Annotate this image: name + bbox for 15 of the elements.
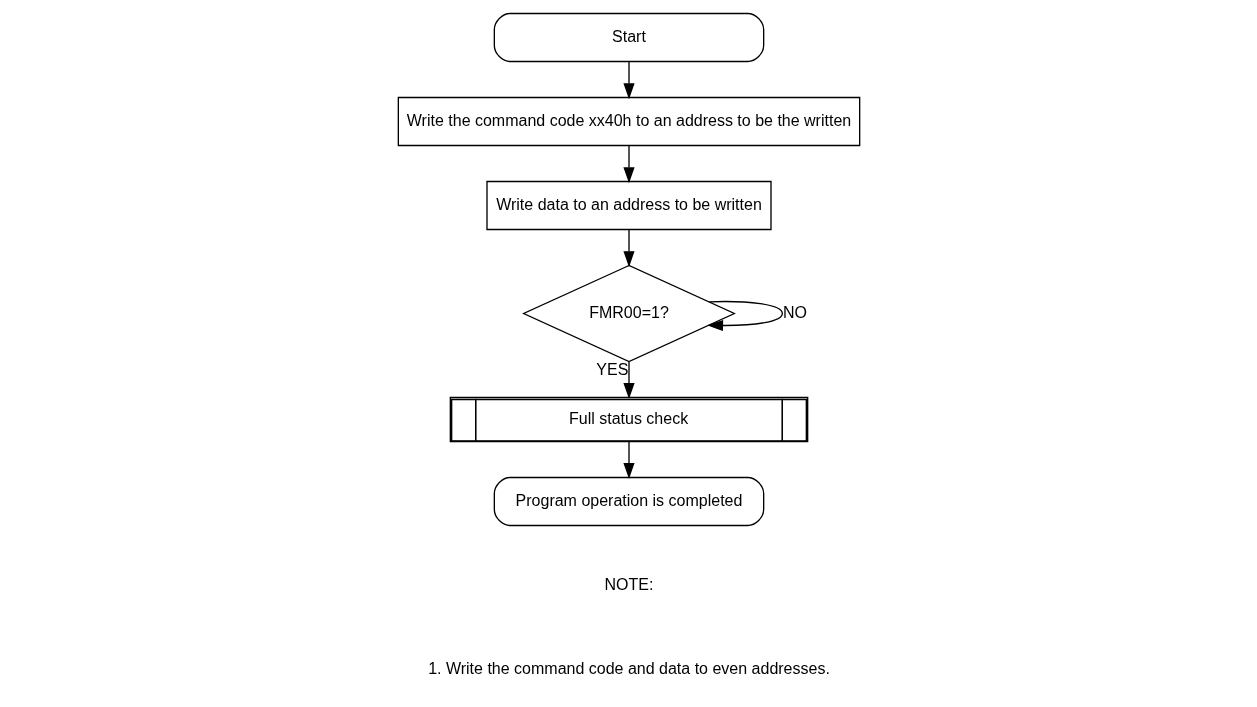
node-box: Program operation is completed [493, 476, 764, 527]
arrow [622, 229, 635, 268]
node-box: Write data to an address to be written [485, 180, 772, 231]
label: NOTE: [604, 575, 653, 593]
arrow [622, 145, 635, 184]
node-box: Start [493, 12, 764, 63]
edge-label: NO [782, 303, 807, 321]
arrow [706, 300, 783, 332]
arrow [622, 441, 635, 479]
arrow [622, 61, 635, 100]
label: 1. Write the command code and data to even addresses. [427, 659, 830, 677]
node-box: Write the command code xx40h to an address to be the written [397, 96, 860, 147]
arrow [622, 361, 635, 400]
node-diamond: FMR00=1? [521, 264, 736, 363]
edge-label: YES [595, 360, 628, 378]
